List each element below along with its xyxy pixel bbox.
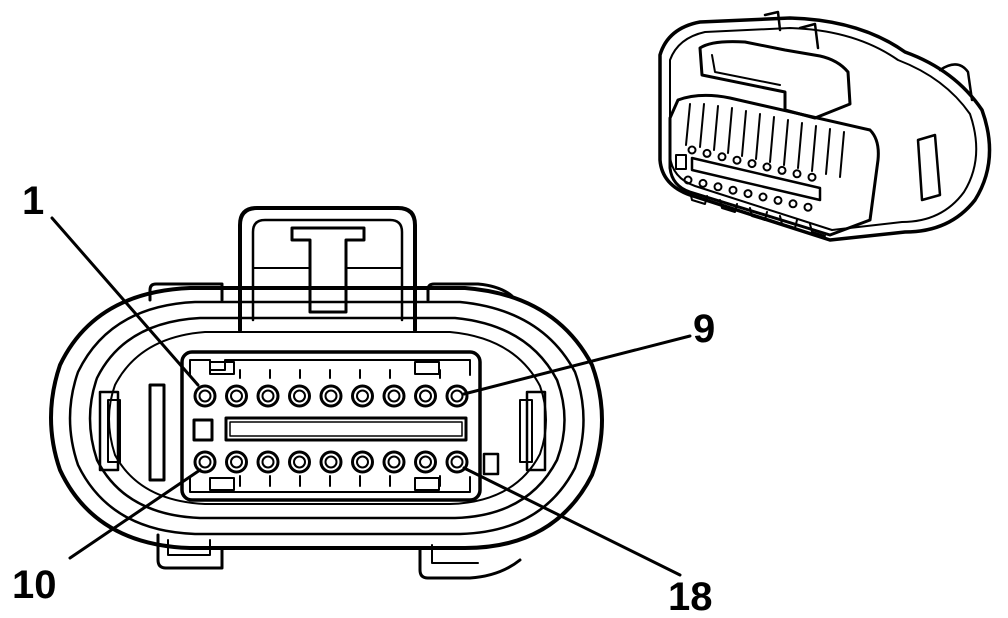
iso-pin-top [732,155,742,165]
iso-pin-bottom [698,178,708,188]
housing-crenellations-bottom [209,475,441,491]
iso-pin-top [717,152,727,162]
pin-cavity-12 [256,450,280,474]
pin-cavity-4 [288,384,311,408]
callout-labels: 1 9 10 18 [12,179,715,618]
pin-cavity-8 [414,384,437,408]
iso-pin-top [747,159,757,169]
pin-cavity-17 [414,450,437,474]
iso-pin-top [792,169,802,179]
pin-cavity-9 [445,384,469,408]
callout-label-10: 10 [12,563,57,607]
pin-cavity-14 [319,450,343,474]
shell-tabs [148,282,522,580]
side-latches [98,383,547,482]
leader-line-1 [50,216,200,387]
pin-row-top [193,384,469,408]
pin-cavity-1 [193,384,217,408]
iso-pin-bottom [728,185,738,195]
center-slot [192,416,500,476]
leader-line-10 [68,468,202,560]
connector-face-view [49,206,692,580]
pin-cavity-5 [319,384,343,408]
iso-pin-top [807,172,817,182]
callout-label-9: 9 [693,307,715,351]
isometric-ribs [685,103,845,178]
pin-row-bottom [193,450,469,474]
iso-pin-top [777,165,787,175]
callout-label-1: 1 [22,179,44,223]
pin-cavity-10 [193,450,217,474]
connector-isometric-view [658,10,992,242]
pin-housing [180,350,482,502]
pin-cavity-7 [382,384,406,408]
iso-pin-top [702,148,712,158]
pin-cavity-16 [382,450,406,474]
iso-pin-bottom [743,189,753,199]
iso-pin-bottom [683,175,693,185]
housing-crenellations-top [209,361,441,379]
pin-cavity-11 [225,450,248,474]
leader-line-18 [462,466,682,577]
pin-cavity-2 [225,384,248,408]
locking-latch [238,206,417,332]
leader-line-9 [462,334,692,396]
pin-cavity-18 [445,450,469,474]
pin-cavity-3 [256,384,280,408]
iso-pin-top [762,162,772,172]
isometric-pins [683,145,817,212]
leader-lines [50,216,692,577]
iso-pin-bottom [788,199,798,209]
pin-cavity-6 [351,384,374,408]
iso-pin-bottom [773,195,783,205]
iso-pin-bottom [803,202,813,212]
pin-cavity-15 [351,450,374,474]
iso-pin-bottom [713,182,723,192]
iso-pin-top [687,145,697,155]
iso-pin-bottom [758,192,768,202]
callout-label-18: 18 [668,575,713,618]
pin-cavity-13 [288,450,311,474]
